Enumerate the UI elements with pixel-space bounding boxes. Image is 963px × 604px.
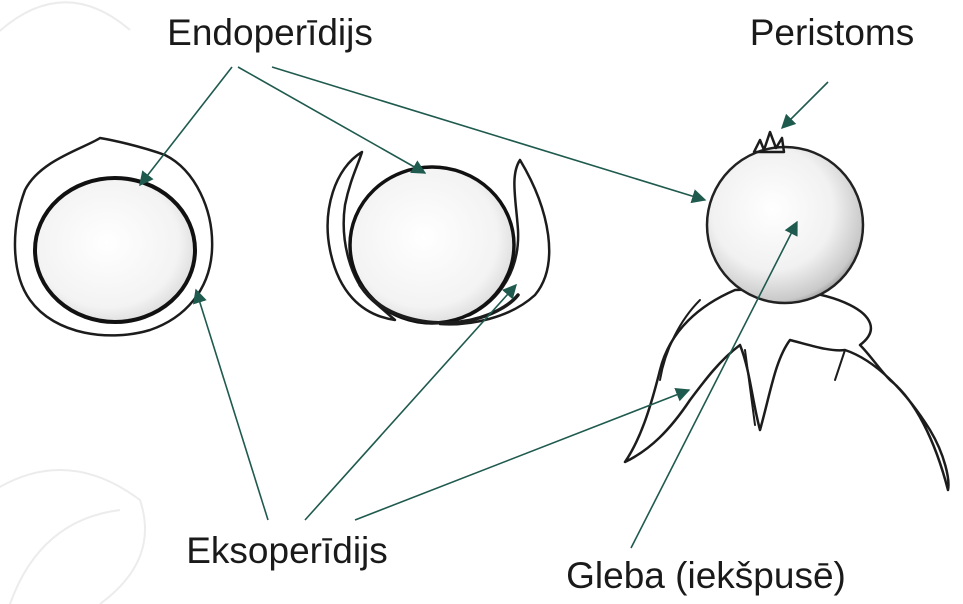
label-gleba: Gleba (iekšpusē) xyxy=(566,555,846,596)
fruit-body-splitting xyxy=(328,152,550,324)
fruit-body-closed xyxy=(15,138,212,335)
label-peristoms: Peristoms xyxy=(750,12,914,53)
fruit-body-open xyxy=(625,132,948,490)
arrow-peristoms xyxy=(782,82,828,128)
arrow-endoperidijs-to-sphere-2 xyxy=(238,67,425,173)
endoperidium-sphere-3 xyxy=(707,147,863,303)
arrow-eksoperidijs-to-1 xyxy=(196,290,268,520)
arrow-endoperidijs-to-sphere-1 xyxy=(140,67,232,185)
endoperidium-sphere-1 xyxy=(35,178,195,322)
label-eksoperidijs: Eksoperīdijs xyxy=(186,530,388,571)
label-endoperidijs: Endoperīdijs xyxy=(167,12,373,53)
